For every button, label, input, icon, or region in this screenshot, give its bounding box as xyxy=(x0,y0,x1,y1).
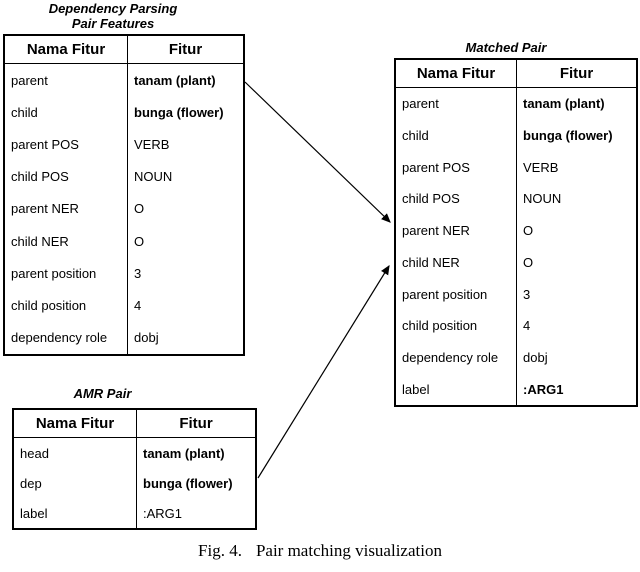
matched-table-title: Matched Pair xyxy=(465,40,547,55)
feature-value-cell: O xyxy=(134,201,145,217)
dependency-pair-features-table: Nama Fitur Fitur parent tanam (plant) chil… xyxy=(3,34,245,356)
feature-value-cell: :ARG1 xyxy=(143,505,183,521)
table-row: parent NER O xyxy=(396,214,636,247)
header-fitur: Fitur xyxy=(179,415,213,432)
feature-name-cell: parent xyxy=(396,88,517,120)
dependency-title-line2: Pair Features xyxy=(71,16,155,31)
feature-value-cell: VERB xyxy=(523,159,559,175)
feature-value-cell: dobj xyxy=(134,330,159,346)
table-header-row: Nama Fitur Fitur xyxy=(396,60,636,88)
feature-value-cell: NOUN xyxy=(523,191,562,207)
figure-caption-label: Fig. 4. xyxy=(198,541,242,560)
feature-name-cell: label xyxy=(14,498,137,528)
table-body: parent tanam (plant) child bunga (flower) pa… xyxy=(396,88,636,406)
feature-value-cell: 4 xyxy=(134,298,142,314)
table-row: parent position 3 xyxy=(396,278,636,310)
feature-name-cell: parent xyxy=(5,64,128,97)
table-row: dep bunga (flower) xyxy=(14,468,255,498)
feature-name-cell: child position xyxy=(396,309,517,342)
table-row: dependency role dobj xyxy=(396,341,636,374)
table-header-row: Nama Fitur Fitur xyxy=(5,36,243,64)
table-row: label :ARG1 xyxy=(396,373,636,406)
table-header-row: Nama Fitur Fitur xyxy=(14,410,255,438)
feature-value-cell: bunga (flower) xyxy=(134,104,224,120)
figure-caption: Fig. 4. Pair matching visualization xyxy=(0,541,640,561)
feature-name-cell: head xyxy=(14,438,137,468)
feature-value-cell: O xyxy=(134,233,145,249)
table-row: parent NER O xyxy=(5,192,243,226)
feature-name-cell: parent position xyxy=(396,278,517,310)
feature-value-cell: tanam (plant) xyxy=(143,445,225,461)
feature-name-cell: parent position xyxy=(5,257,128,290)
feature-value-cell: bunga (flower) xyxy=(143,475,233,491)
feature-value-cell: dobj xyxy=(523,349,548,365)
table-row: dependency role dobj xyxy=(5,321,243,354)
header-nama-fitur: Nama Fitur xyxy=(14,410,137,437)
header-nama-fitur: Nama Fitur xyxy=(5,36,128,63)
table-row: parent tanam (plant) xyxy=(396,88,636,120)
figure-caption-text: Pair matching visualization xyxy=(255,541,442,560)
feature-name-cell: dependency role xyxy=(5,321,128,354)
table-body: head tanam (plant) dep bunga (flower) label:… xyxy=(14,438,255,528)
table-row: parent POS VERB xyxy=(396,151,636,184)
feature-name-cell: child xyxy=(396,119,517,152)
amr-table-title: AMR Pair xyxy=(73,386,132,401)
feature-name-cell: child NER xyxy=(396,246,517,279)
feature-value-cell: 3 xyxy=(523,286,531,302)
table-row: child bunga (flower) xyxy=(5,96,243,129)
feature-value-cell: O xyxy=(523,254,534,270)
feature-value-cell: bunga (flower) xyxy=(523,128,613,144)
feature-name-cell: parent POS xyxy=(396,151,517,184)
table-body: parent tanam (plant) child bunga (flower) pa… xyxy=(5,64,243,354)
dependency-title-line1: Dependency Parsing xyxy=(48,1,178,16)
feature-name-cell: child POS xyxy=(5,160,128,193)
feature-value-cell: VERB xyxy=(134,137,170,153)
table-row: label :ARG1 xyxy=(14,498,255,528)
dependency-table-title: Dependency Parsing Pair Features xyxy=(3,1,245,31)
matched-pair-table: Nama Fitur Fitur parent tanam (plant) chil… xyxy=(394,58,638,407)
table-row: child NER O xyxy=(396,246,636,279)
table-row: parent position 3 xyxy=(5,257,243,290)
feature-value-cell: tanam (plant) xyxy=(523,96,605,112)
feature-name-cell: parent NER xyxy=(5,192,128,226)
header-fitur: Fitur xyxy=(559,65,594,82)
table-row: child position 4 xyxy=(396,309,636,342)
feature-value-cell: NOUN xyxy=(134,169,173,185)
table-row: child POS NOUN xyxy=(396,183,636,215)
feature-value-cell: tanam (plant) xyxy=(134,72,216,88)
table-row: child NER O xyxy=(5,225,243,258)
arrow-amr-to-matched xyxy=(257,264,390,479)
feature-name-cell: child position xyxy=(5,289,128,322)
table-row: parent POS VERB xyxy=(5,128,243,161)
table-row: parent tanam (plant) xyxy=(5,64,243,97)
feature-name-cell: child xyxy=(5,96,128,129)
table-row: child POS NOUN xyxy=(5,160,243,193)
arrow-dependency-to-matched xyxy=(244,81,391,223)
feature-name-cell: child POS xyxy=(396,183,517,215)
table-row: child bunga (flower) xyxy=(396,119,636,152)
table-row: child position 4 xyxy=(5,289,243,322)
feature-value-cell: 4 xyxy=(523,318,531,334)
table-row: head tanam (plant) xyxy=(14,438,255,468)
feature-value-cell: O xyxy=(523,223,534,239)
feature-value-cell: :ARG1 xyxy=(523,381,564,397)
feature-name-cell: parent POS xyxy=(5,128,128,161)
header-fitur: Fitur xyxy=(168,41,203,58)
header-nama-fitur: Nama Fitur xyxy=(396,60,517,87)
feature-name-cell: dep xyxy=(14,468,137,498)
feature-name-cell: parent NER xyxy=(396,214,517,247)
feature-name-cell: dependency role xyxy=(396,341,517,374)
feature-name-cell: label xyxy=(396,373,517,406)
feature-name-cell: child NER xyxy=(5,225,128,258)
feature-value-cell: 3 xyxy=(134,265,142,281)
